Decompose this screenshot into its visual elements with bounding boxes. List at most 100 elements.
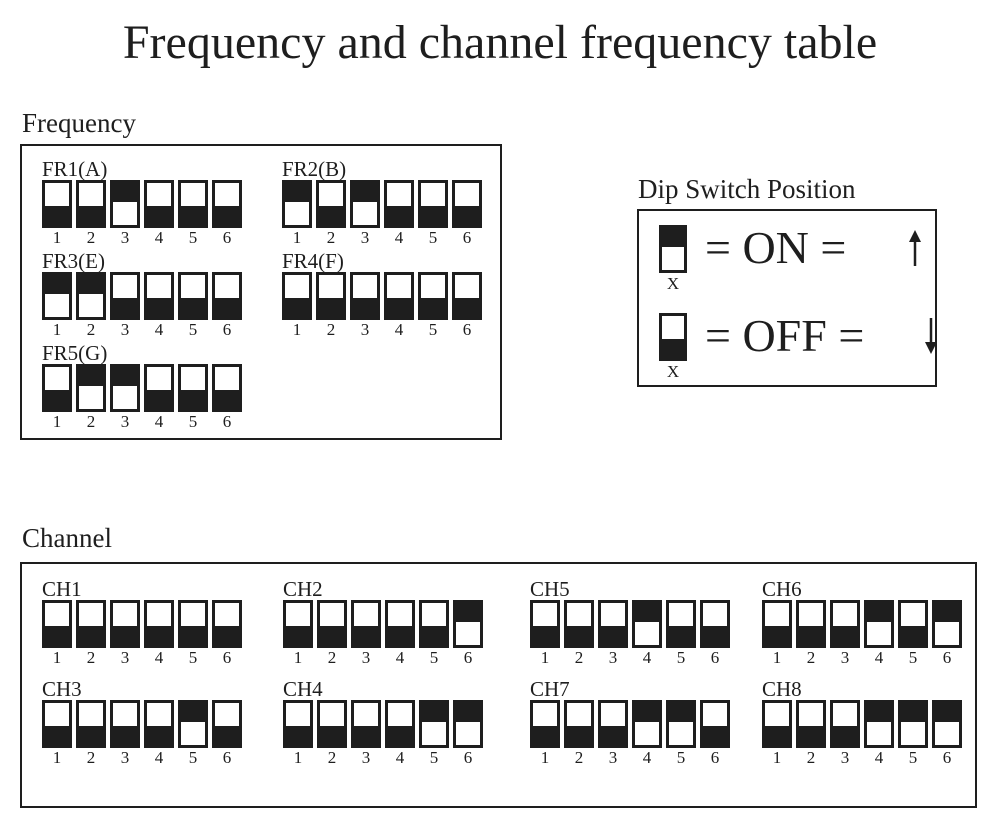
dip-switch-5-off <box>418 272 448 320</box>
dip-switch-6-on <box>932 700 962 748</box>
fr4-f-group-label: FR4(F) <box>282 249 344 273</box>
dip-switch-2-off <box>796 600 826 648</box>
switch-number: 2 <box>806 748 816 767</box>
fr1-a-group-label: FR1(A) <box>42 157 108 181</box>
switch-number: 6 <box>463 648 473 667</box>
dip-switch-4-on <box>864 700 894 748</box>
dip-switch-4-on <box>632 600 662 648</box>
switch-number: 5 <box>428 228 438 247</box>
switch-number: 5 <box>188 648 198 667</box>
dip-switch-4-on <box>864 600 894 648</box>
dip-switch-3-on <box>350 180 380 228</box>
switch-number: 2 <box>326 228 336 247</box>
switch-number: 5 <box>188 412 198 431</box>
switch-number: 1 <box>52 412 62 431</box>
dip-switch-2-off <box>317 600 347 648</box>
switch-number: 2 <box>574 748 584 767</box>
switch-number: 1 <box>292 228 302 247</box>
switch-number: 3 <box>361 648 371 667</box>
switch-number: 6 <box>710 648 720 667</box>
legend-on-row: X = ON = <box>659 222 949 295</box>
switch-number: 3 <box>840 648 850 667</box>
page-title: Frequency and channel frequency table <box>122 16 878 69</box>
channel-section-label: Channel <box>22 523 112 553</box>
switch-number: 3 <box>360 228 370 247</box>
switch-number: 4 <box>394 228 404 247</box>
ch1-group-label: CH1 <box>42 577 82 601</box>
dip-switch-3-on <box>110 180 140 228</box>
ch6-group-label: CH6 <box>762 577 802 601</box>
switch-number: 4 <box>154 648 164 667</box>
dip-switch-5-off <box>178 364 208 412</box>
switch-number: 6 <box>222 228 232 247</box>
ch4-group-label: CH4 <box>283 677 323 701</box>
dip-switch-4-off <box>385 700 415 748</box>
switch-number: 6 <box>222 412 232 431</box>
dip-switch-6-off <box>700 700 730 748</box>
dip-switch-2-on <box>76 364 106 412</box>
dip-switch-1-off <box>762 600 792 648</box>
dip-switch-5-on <box>419 700 449 748</box>
switch-number: 4 <box>154 320 164 339</box>
dip-switch-3-off <box>830 600 860 648</box>
switch-number: 2 <box>86 320 96 339</box>
dip-switch-5-on <box>666 700 696 748</box>
switch-number: 4 <box>642 648 652 667</box>
dip-switch-off-sample <box>659 313 687 361</box>
dip-switch-4-off <box>144 272 174 320</box>
dip-switch-legend: X = ON = X = OFF = <box>637 209 937 387</box>
switch-number: 1 <box>293 648 303 667</box>
switch-number: 1 <box>52 320 62 339</box>
dip-switch-1-off <box>283 700 313 748</box>
dip-switch-on-sample <box>659 225 687 273</box>
fr3-e-group-label: FR3(E) <box>42 249 105 273</box>
dip-switch-3-off <box>350 272 380 320</box>
switch-number: 1 <box>52 748 62 767</box>
switch-number: 4 <box>154 412 164 431</box>
legend-switch-label: X <box>666 362 680 381</box>
legend-switch-label: X <box>666 274 680 293</box>
dip-switch-1-off <box>282 272 312 320</box>
dip-switch-5-off <box>178 600 208 648</box>
dip-switch-1-off <box>42 364 72 412</box>
ch7-group-label: CH7 <box>530 677 570 701</box>
legend-on-text: = ON = <box>705 222 847 273</box>
dip-switch-1-on <box>42 272 72 320</box>
dip-switch-3-off <box>110 700 140 748</box>
switch-number: 2 <box>86 748 96 767</box>
switch-number: 6 <box>942 748 952 767</box>
dip-switch-2-off <box>317 700 347 748</box>
dip-switch-5-on <box>178 700 208 748</box>
dip-switch-6-off <box>212 272 242 320</box>
dip-switch-5-off <box>178 272 208 320</box>
switch-number: 5 <box>676 648 686 667</box>
switch-number: 3 <box>120 412 130 431</box>
switch-number: 4 <box>395 748 405 767</box>
dip-switch-5-off <box>418 180 448 228</box>
dip-switch-4-off <box>144 700 174 748</box>
dip-switch-1-off <box>42 700 72 748</box>
dip-switch-3-off <box>351 600 381 648</box>
switch-number: 1 <box>52 228 62 247</box>
switch-number: 5 <box>188 228 198 247</box>
frequency-section-label: Frequency <box>22 108 136 138</box>
ch2-group-label: CH2 <box>283 577 323 601</box>
dip-switch-6-on <box>453 600 483 648</box>
switch-number: 1 <box>293 748 303 767</box>
dip-switch-5-off <box>898 600 928 648</box>
switch-number: 6 <box>222 320 232 339</box>
dip-switch-1-off <box>283 600 313 648</box>
switch-number: 4 <box>154 748 164 767</box>
dip-switch-3-on <box>110 364 140 412</box>
switch-number: 5 <box>429 648 439 667</box>
switch-number: 3 <box>608 648 618 667</box>
